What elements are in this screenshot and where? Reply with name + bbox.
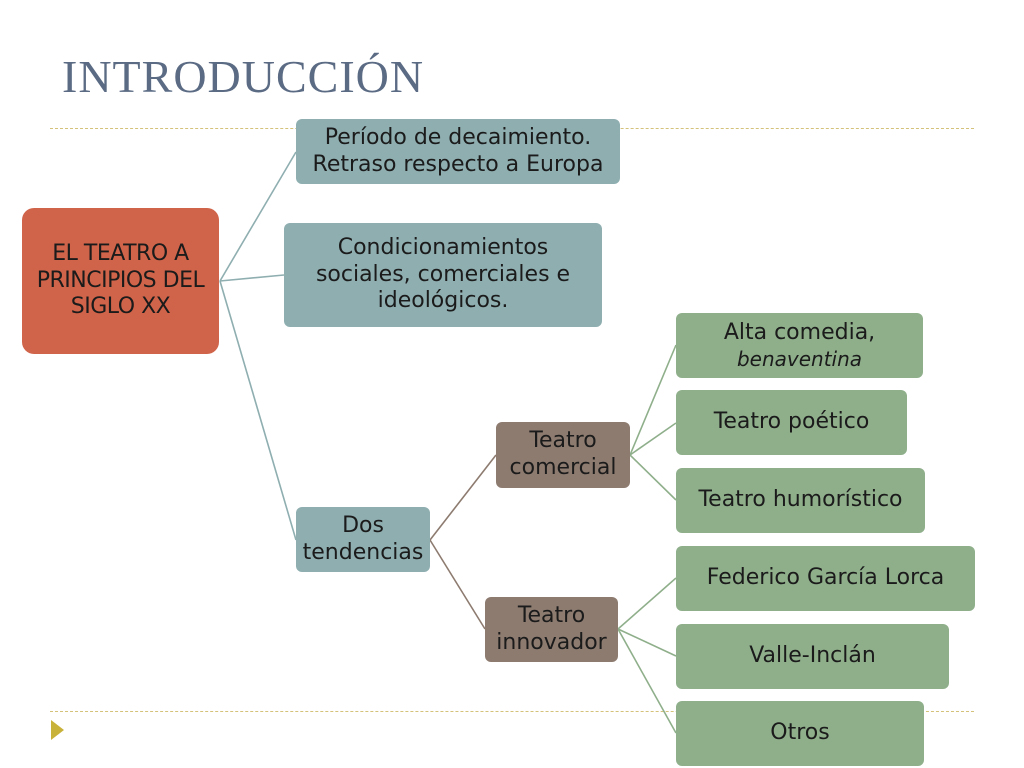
node-lorca: Federico García Lorca (676, 546, 975, 611)
node-innovador-label: Teatro innovador (496, 602, 607, 655)
node-poetico-label: Teatro poético (713, 409, 870, 435)
connector-root-decaimiento (219, 151, 297, 282)
connector-root-tendencias (219, 280, 297, 541)
node-condicionamientos: Condicionamientos sociales, comerciales … (284, 223, 602, 327)
connector-comercial-humoristico (629, 454, 677, 501)
connector-comercial-poetico (629, 422, 677, 456)
node-humoristico-label: Teatro humorístico (698, 487, 903, 513)
bottom-divider (50, 711, 974, 712)
node-otros: Otros (676, 701, 924, 766)
node-condicionamientos-label: Condicionamientos sociales, comerciales … (315, 234, 571, 314)
node-tendencias: Dos tendencias (296, 507, 430, 572)
node-comercial: Teatro comercial (496, 422, 630, 488)
connector-innovador-valle (617, 628, 677, 657)
node-lorca-label: Federico García Lorca (706, 565, 945, 591)
connector-innovador-lorca (617, 577, 677, 630)
slide-bullet-icon (51, 720, 64, 740)
connector-innovador-otros (617, 628, 677, 734)
node-decaimiento: Período de decaimiento. Retraso respecto… (296, 119, 620, 184)
node-innovador: Teatro innovador (485, 597, 618, 662)
node-root-label: EL TEATRO A PRINCIPIOS DEL SIGLO XX (36, 240, 205, 320)
node-valle: Valle-Inclán (676, 624, 949, 689)
node-comercial-label: Teatro comercial (509, 428, 617, 480)
node-humoristico: Teatro humorístico (676, 468, 925, 533)
connector-comercial-alta-comedia (629, 344, 677, 456)
node-otros-label: Otros (770, 720, 830, 746)
node-alta-comedia-italic: benaventina (736, 346, 863, 371)
node-alta-comedia-main: Alta comedia, (723, 319, 876, 345)
connector-tendencias-innovador (429, 539, 486, 630)
node-alta-comedia: Alta comedia, benaventina (676, 313, 923, 378)
node-valle-label: Valle-Inclán (749, 643, 876, 669)
node-alta-comedia-label: Alta comedia, benaventina (724, 320, 875, 371)
page-title: INTRODUCCIÓN (62, 51, 425, 102)
connector-root-condicionamientos (219, 274, 285, 282)
node-tendencias-label: Dos tendencias (302, 512, 424, 565)
node-decaimiento-label: Período de decaimiento. Retraso respecto… (312, 124, 604, 177)
node-poetico: Teatro poético (676, 390, 907, 455)
node-root: EL TEATRO A PRINCIPIOS DEL SIGLO XX (22, 208, 219, 354)
connector-tendencias-comercial (429, 454, 497, 541)
